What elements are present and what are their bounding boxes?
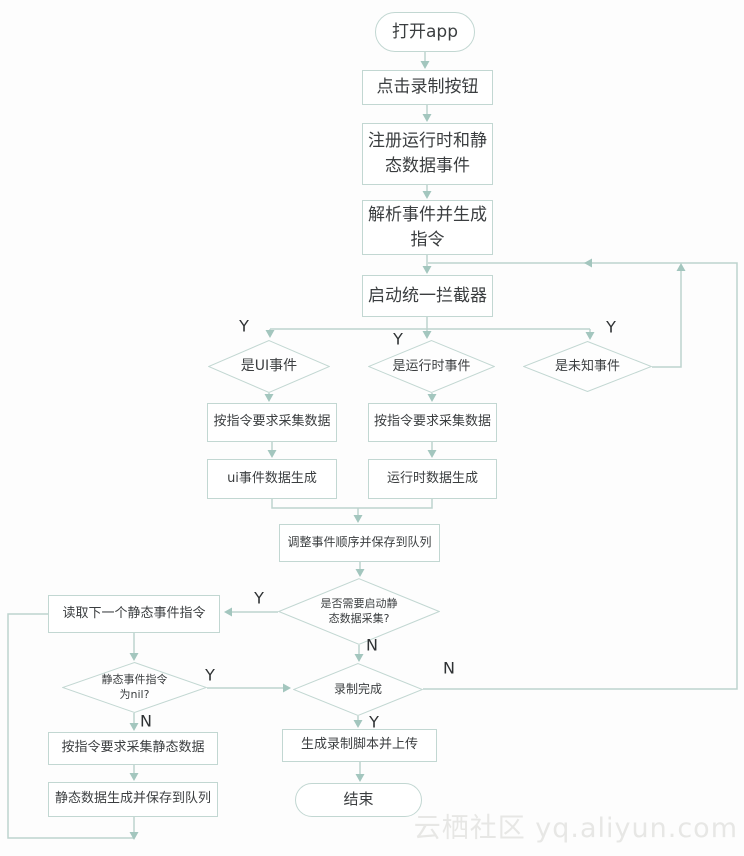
- diamond-shape: [62, 662, 207, 713]
- edge-label-y-need-static: Y: [254, 588, 264, 608]
- decision-need-static: 是否需要启动静态数据采集?: [278, 578, 440, 645]
- node-click-record: 点击录制按钮: [362, 70, 493, 105]
- decision-need-static-label: 是否需要启动静态数据采集?: [320, 596, 398, 625]
- arrowheads: [129, 61, 686, 840]
- diamond-shape: [523, 341, 652, 392]
- decision-is-unknown-event: 是未知事件: [523, 341, 652, 392]
- node-start-interceptor: 启动统一拦截器: [362, 275, 493, 317]
- edge-label-n-record-done: N: [443, 658, 455, 678]
- edge-label-y-unknown-event: Y: [606, 317, 616, 337]
- decision-is-runtime-event: 是运行时事件: [368, 340, 495, 393]
- node-adjust-order: 调整事件顺序并保存到队列: [279, 524, 440, 562]
- decision-is-ui-event-label: 是UI事件: [240, 358, 298, 375]
- decision-is-unknown-event-label: 是未知事件: [554, 358, 620, 374]
- edge-label-n-static-nil: N: [140, 711, 152, 731]
- node-collect-data-ui: 按指令要求采集数据: [207, 403, 337, 442]
- edge-label-n-need-static: N: [366, 635, 378, 655]
- decision-is-runtime-event-label: 是运行时事件: [392, 358, 471, 374]
- node-register-events: 注册运行时和静态数据事件: [362, 123, 493, 185]
- diamond-shape: [278, 578, 440, 645]
- node-parse-events: 解析事件并生成指令: [362, 200, 493, 255]
- node-gen-script: 生成录制脚本并上传: [282, 729, 437, 762]
- edge-label-y-runtime-event: Y: [393, 329, 403, 349]
- node-collect-static: 按指令要求采集静态数据: [48, 732, 218, 765]
- node-end: 结束: [295, 783, 422, 817]
- node-read-next-static: 读取下一个静态事件指令: [48, 595, 220, 633]
- decision-is-ui-event: 是UI事件: [208, 340, 330, 393]
- decision-record-done: 录制完成: [293, 663, 423, 716]
- node-ui-event-data-gen: ui事件数据生成: [207, 459, 337, 499]
- decision-static-nil-label: 静态事件指令为nil?: [101, 672, 168, 701]
- edge-label-y-static-nil: Y: [205, 665, 215, 685]
- node-start: 打开app: [375, 12, 475, 52]
- diamond-shape: [293, 663, 423, 716]
- watermark: 云栖社区 yq.aliyun.com: [413, 813, 738, 844]
- edge-label-y-ui-event: Y: [239, 316, 249, 336]
- node-runtime-data-gen: 运行时数据生成: [368, 459, 497, 499]
- diamond-shape: [208, 340, 330, 393]
- decision-record-done-label: 录制完成: [333, 682, 382, 697]
- node-static-data-gen: 静态数据生成并保存到队列: [48, 782, 218, 817]
- decision-static-nil: 静态事件指令为nil?: [62, 662, 207, 713]
- edge-label-y-record-done: Y: [369, 712, 379, 732]
- node-collect-data-runtime: 按指令要求采集数据: [368, 403, 497, 442]
- diamond-shape: [368, 340, 495, 393]
